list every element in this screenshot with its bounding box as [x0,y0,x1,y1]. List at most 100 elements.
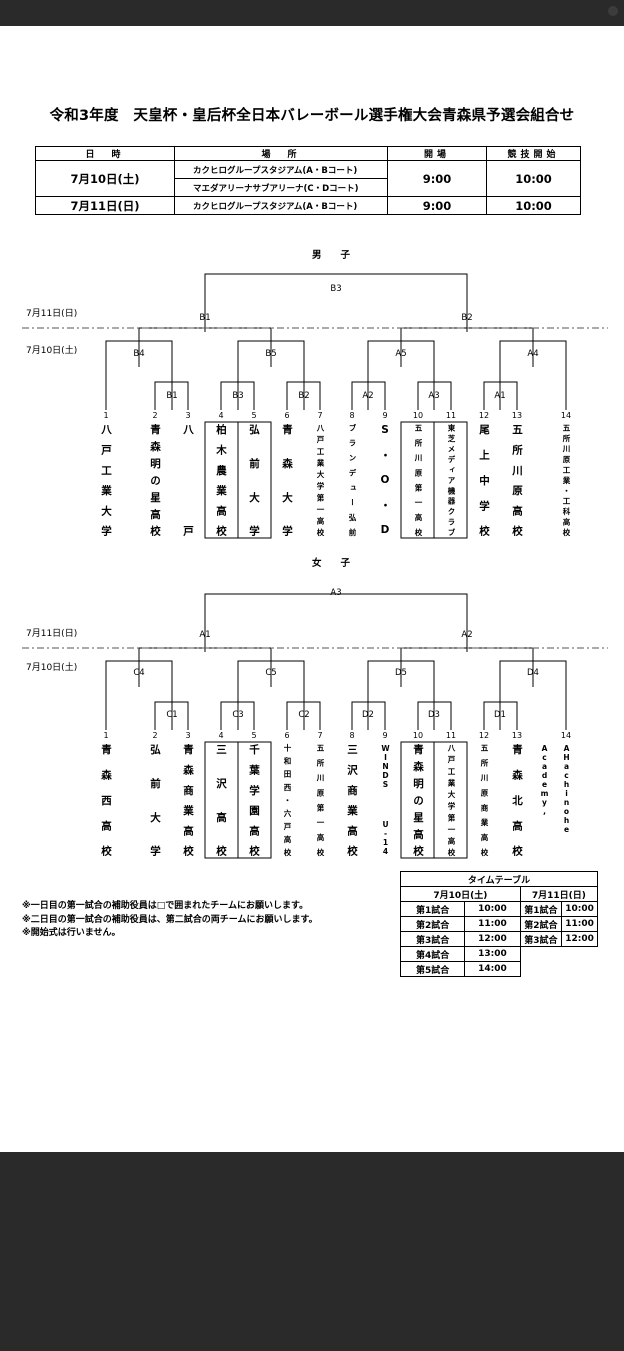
timetable-game: 第5試合 [399,961,466,977]
match-d4: D4 [527,668,539,678]
match-b1: B1 [199,313,211,323]
timetable-game: 第1試合 [399,901,466,917]
team-number: 2 [152,411,158,420]
timetable-time: 14:00 [464,961,521,977]
match-d3-first: D3 [428,710,440,720]
team-number: 5 [251,411,257,420]
match-b4: B4 [133,349,145,359]
match-a2: A2 [461,630,473,640]
match-a1-first: A1 [494,391,506,401]
team-name: 青森大学 [281,424,293,536]
team-number: 13 [511,411,523,420]
team-number: 10 [412,731,424,740]
match-a3-first: A3 [428,391,440,401]
timetable-time: 12:00 [561,931,598,947]
team-name: WINDS U-14 [381,744,390,856]
date-day2-men: 7月11日(日) [26,309,78,319]
match-a2-first: A2 [362,391,374,401]
team-number: 9 [382,411,388,420]
team-name: S・O・D [379,424,391,536]
schedule-open: 9:00 [387,160,487,197]
team-number: 5 [251,731,257,740]
team-name: 三沢高校 [215,744,227,856]
schedule-date: 7月11日(日) [35,196,175,215]
match-b2-first: B2 [298,391,310,401]
team-name: 弘前大学 [248,424,260,536]
team-number: 4 [218,411,224,420]
timetable-game: 第2試合 [519,916,563,932]
match-d2-first: D2 [362,710,374,720]
match-a4: A4 [527,349,539,359]
match-c2-first: C2 [298,710,310,720]
match-b1-first: B1 [166,391,178,401]
timetable-time: 11:00 [561,916,598,932]
team-name: 青森西高校 [100,744,112,856]
team-name: 青森商業高校 [182,744,194,856]
team-number: 11 [445,731,457,740]
timetable-day2: 7月11日(日) [519,886,599,902]
team-name: 三沢商業高校 [346,744,358,856]
timetable-game: 第2試合 [399,916,466,932]
team-name: 青森明の星高校 [412,744,424,856]
team-name: 柏木農業高校 [215,424,227,536]
team-name: 五所川原第一高校 [316,744,325,856]
match-a3: A3 [330,588,342,598]
schedule-start: 10:00 [486,160,581,197]
timetable-day1: 7月10日(土) [400,886,521,902]
match-b5: B5 [265,349,277,359]
timetable-time: 12:00 [464,931,521,947]
team-number: 13 [511,731,523,740]
notes: ※一日目の第一試合の補助役員は□で囲まれたチームにお願いします。 ※二日目の第一… [22,900,318,941]
note-line: ※一日目の第一試合の補助役員は□で囲まれたチームにお願いします。 [22,901,309,911]
men-heading: 男 子 [312,250,351,261]
timetable-time: 11:00 [464,916,521,932]
team-name: 八戸工業大学第一高校 [316,424,325,536]
team-name: 東芝メディア機器クラブ [447,424,456,536]
match-d1-first: D1 [494,710,506,720]
team-number: 14 [560,411,572,420]
team-name: 弘前大学 [149,744,161,856]
timetable-title: タイムテーブル [400,871,598,887]
team-number: 7 [317,731,323,740]
women-heading: 女 子 [312,558,351,569]
match-b3: B3 [330,284,342,294]
page-title: 令和3年度 天皇杯・皇后杯全日本バレーボール選手権大会青森県予選会組合せ [49,108,575,124]
team-number: 8 [349,411,355,420]
team-number: 12 [478,411,490,420]
team-number: 10 [412,411,424,420]
team-number: 3 [185,411,191,420]
timetable-time: 10:00 [464,901,521,917]
team-name: 八戸工業大学 [100,424,112,536]
team-number: 6 [284,411,290,420]
team-name: 五所川原工業・工科高校 [562,424,571,536]
team-number: 11 [445,411,457,420]
team-name: AHachinohe Academy, [540,744,571,834]
timetable-time: 13:00 [464,946,521,962]
top-bar [0,0,624,26]
team-name: 五所川原商業高校 [480,744,489,856]
team-number: 12 [478,731,490,740]
team-number: 1 [103,731,109,740]
team-number: 8 [349,731,355,740]
team-name: 五所川原第一高校 [414,424,423,536]
team-number: 1 [103,411,109,420]
match-d5: D5 [395,668,407,678]
match-a5: A5 [395,349,407,359]
schedule-date: 7月10日(土) [35,160,175,197]
team-name: 八戸 [182,424,194,536]
camera-icon [608,6,618,16]
team-name: 尾上中学校 [478,424,490,536]
team-name: 八戸工業大学第一高校 [447,744,456,856]
timetable: タイムテーブル 7月10日(土) 7月11日(日) 第1試合 10:00 第1試… [399,871,599,977]
date-day1-women: 7月10日(土) [26,663,78,673]
match-b2: B2 [461,313,473,323]
timetable-game: 第3試合 [519,931,563,947]
team-number: 2 [152,731,158,740]
team-number: 4 [218,731,224,740]
schedule-start: 10:00 [486,196,581,215]
match-c5: C5 [265,668,277,678]
team-name: 青森明の星高校 [149,424,161,536]
match-b3-first: B3 [232,391,244,401]
schedule-open: 9:00 [387,196,487,215]
bracket-lines [22,273,608,859]
